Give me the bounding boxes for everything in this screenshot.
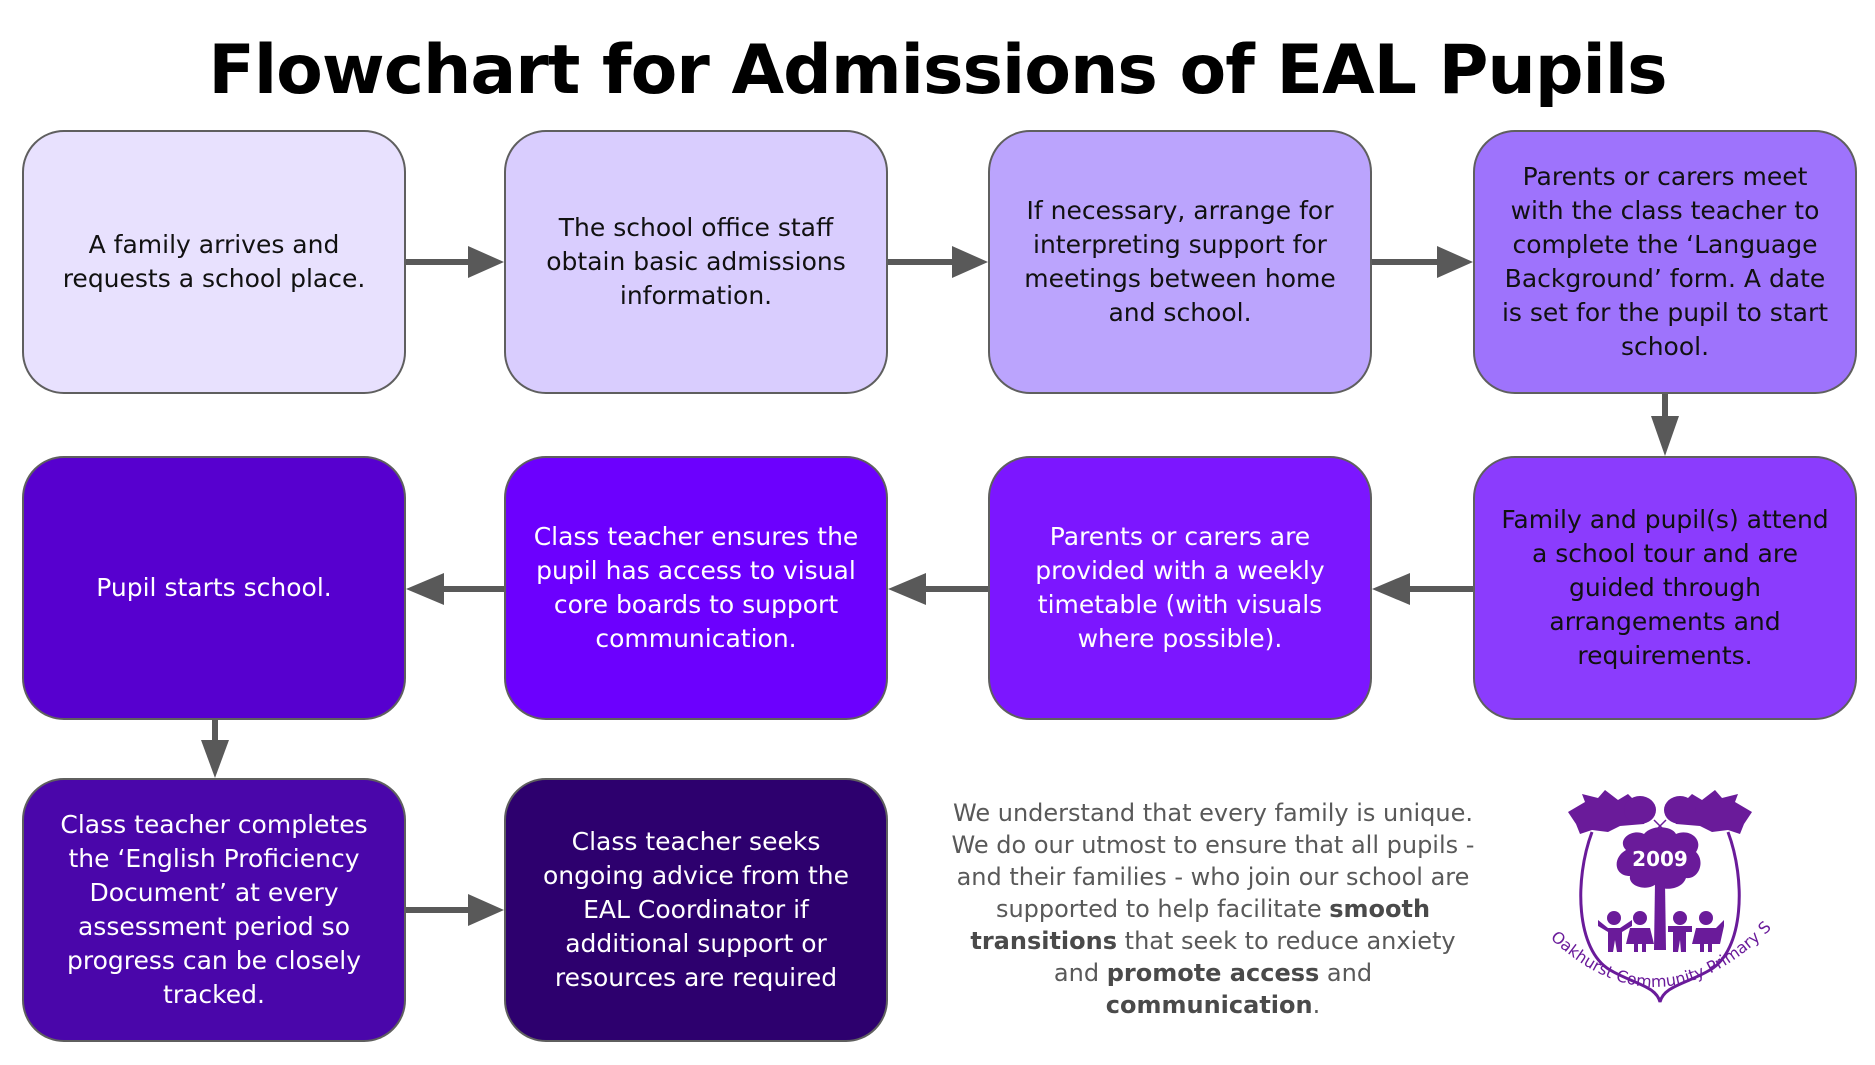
- arrow-step6-to-step7: [888, 573, 988, 605]
- support-statement-part4: .: [1312, 991, 1321, 1019]
- step-2-box: The school office staff obtain basic adm…: [504, 130, 888, 394]
- page-title: Flowchart for Admissions of EAL Pupils: [208, 31, 1667, 110]
- arrow-step9-to-step10: [406, 894, 504, 926]
- support-statement-emphasis-communication: communication: [1105, 991, 1313, 1019]
- step-1-box: A family arrives and requests a school p…: [22, 130, 406, 394]
- support-statement-emphasis-promote-access: promote access: [1106, 959, 1320, 987]
- school-logo: 2009 Oakhurst Community Primary School: [1510, 790, 1775, 1003]
- step-9-box: Class teacher completes the ‘English Pro…: [22, 778, 406, 1042]
- arrow-step5-to-step6: [1372, 573, 1474, 605]
- step-2-text: The school office staff obtain basic adm…: [546, 213, 846, 310]
- step-8-text: Pupil starts school.: [96, 573, 332, 602]
- arrow-step4-to-step5: [1651, 394, 1679, 456]
- step-9-text: Class teacher completes the ‘English Pro…: [60, 810, 368, 1009]
- school-crest-icon: [1568, 790, 1752, 1003]
- step-6-text: Parents or carers are provided with a we…: [1035, 522, 1325, 653]
- arrow-step7-to-step8: [406, 573, 504, 605]
- step-5-text: Family and pupil(s) attend a school tour…: [1501, 505, 1829, 670]
- support-statement-part1: We understand that every family is uniqu…: [951, 799, 1475, 923]
- step-1-text: A family arrives and requests a school p…: [62, 230, 366, 293]
- step-8-box: Pupil starts school.: [22, 456, 406, 720]
- step-7-text: Class teacher ensures the pupil has acce…: [533, 522, 859, 653]
- step-7-box: Class teacher ensures the pupil has acce…: [504, 456, 888, 720]
- logo-year: 2009: [1632, 847, 1688, 871]
- arrow-step2-to-step3: [888, 246, 988, 278]
- step-4-text: Parents or carers meet with the class te…: [1501, 162, 1829, 361]
- step-5-box: Family and pupil(s) attend a school tour…: [1473, 456, 1857, 720]
- step-10-box: Class teacher seeks ongoing advice from …: [504, 778, 888, 1042]
- step-10-text: Class teacher seeks ongoing advice from …: [542, 827, 850, 992]
- arrow-step3-to-step4: [1372, 246, 1473, 278]
- step-4-box: Parents or carers meet with the class te…: [1473, 130, 1857, 394]
- arrow-step8-to-step9: [201, 720, 229, 778]
- step-6-box: Parents or carers are provided with a we…: [988, 456, 1372, 720]
- support-statement: We understand that every family is uniqu…: [948, 797, 1478, 1021]
- step-3-box: If necessary, arrange for interpreting s…: [988, 130, 1372, 394]
- step-3-text: If necessary, arrange for interpreting s…: [1024, 196, 1336, 327]
- support-statement-part2: that seek to reduce anxiety and: [1053, 927, 1456, 987]
- arrow-step1-to-step2: [406, 246, 504, 278]
- support-statement-emphasis-smooth-transitions: smooth transitions: [970, 895, 1431, 955]
- support-statement-part3: and: [1319, 959, 1373, 987]
